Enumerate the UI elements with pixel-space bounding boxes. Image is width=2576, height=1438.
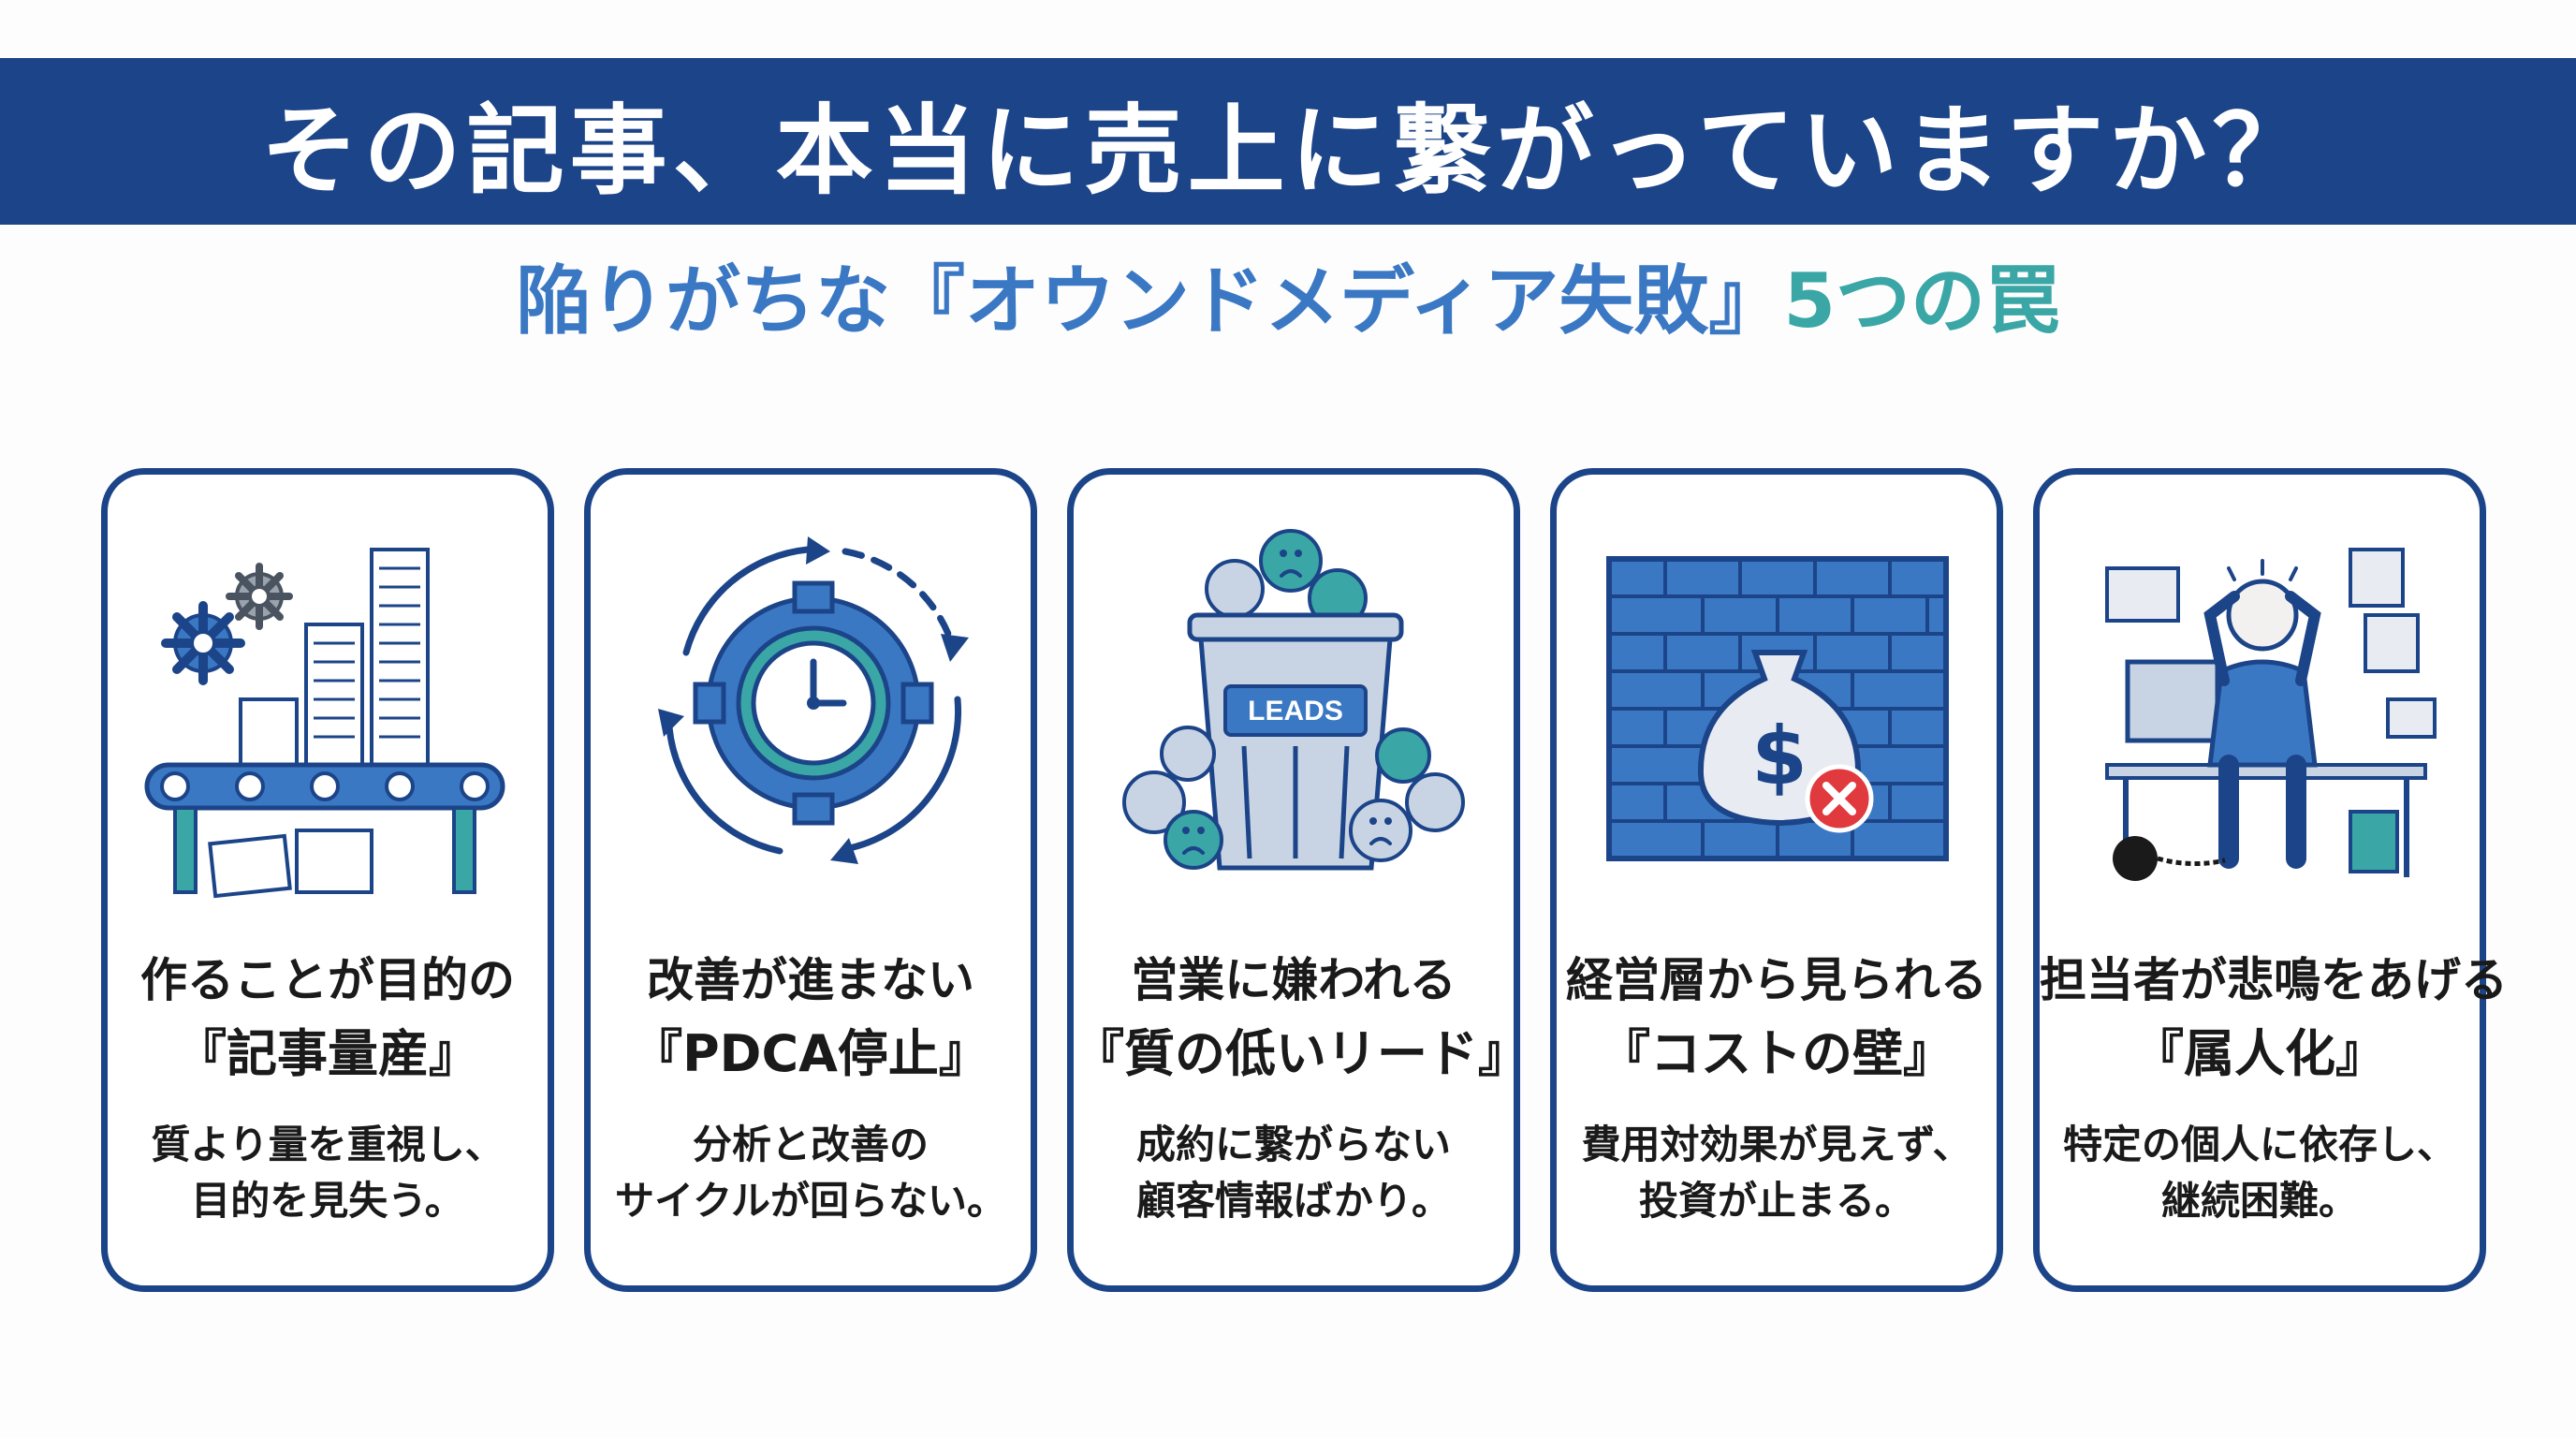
subtitle-main: 陥りがちな『オウンドメディア失敗』 <box>515 257 1784 345</box>
card-desc-line2: 投資が止まる。 <box>1638 1178 1914 1224</box>
page-title: その記事、本当に売上に繋がっていますか？ <box>260 93 2316 208</box>
subtitle-count: 5つの罠 <box>1783 257 2061 345</box>
leads-trash-can-icon: LEADS <box>1104 512 1484 905</box>
card-title-line1: 改善が進まない <box>647 953 974 1007</box>
card-cost-wall: $ 経営層から見られる 『コストの壁』 費用対効果が見えず、 投資が止まる。 <box>1550 468 2003 1292</box>
card-personalization: 担当者が悲鳴をあげる 『属人化』 特定の個人に依存し、 継続困難。 <box>2033 468 2508 1292</box>
card-title-line1: 経営層から見られる <box>1566 953 1987 1007</box>
card-title-line2: 『記事量産』 <box>176 1024 479 1083</box>
card-title-line1: 作ることが目的の <box>140 953 515 1007</box>
card-title-line2: 『質の低いリード』 <box>1074 1024 1529 1083</box>
card-desc-line1: 質より量を重視し、 <box>151 1122 505 1167</box>
card-title-line1: 営業に嫌われる <box>1131 953 1456 1007</box>
svg-text:$: $ <box>1751 710 1808 803</box>
card-desc-line2: 目的を見失う。 <box>191 1178 464 1224</box>
card-desc-line2: 継続困難。 <box>2160 1178 2358 1224</box>
card-desc-line1: 費用対効果が見えず、 <box>1581 1122 1972 1167</box>
card-mass-production: 作ることが目的の 『記事量産』 質より量を重視し、 目的を見失う。 <box>101 468 554 1292</box>
overwhelmed-worker-icon <box>2070 512 2450 905</box>
card-desc-line1: 成約に繋がらない <box>1135 1122 1451 1167</box>
card-desc-line1: 特定の個人に依存し、 <box>2062 1122 2456 1167</box>
card-grid: 作ることが目的の 『記事量産』 質より量を重視し、 目的を見失う。 <box>101 468 2508 1299</box>
subtitle: 陥りがちな『オウンドメディア失敗』5つの罠 <box>0 245 2576 358</box>
card-title-line2: 『PDCA停止』 <box>632 1024 989 1083</box>
card-title-line2: 『属人化』 <box>2133 1024 2386 1083</box>
money-bag-wall-icon: $ <box>1587 512 1967 905</box>
header-banner: その記事、本当に売上に繋がっていますか？ <box>0 58 2576 225</box>
gear-clock-cycle-icon <box>621 512 1001 905</box>
leads-label: LEADS <box>1248 696 1343 726</box>
card-title-line1: 担当者が悲鳴をあげる <box>2040 953 2508 1007</box>
card-desc-line2: サイクルが回らない。 <box>615 1178 1006 1224</box>
card-desc-line2: 顧客情報ばかり。 <box>1135 1178 1451 1224</box>
conveyor-paper-gears-icon <box>138 512 518 905</box>
card-title-line2: 『コストの壁』 <box>1600 1024 1954 1083</box>
card-pdca-stop: 改善が進まない 『PDCA停止』 分析と改善の サイクルが回らない。 <box>584 468 1037 1292</box>
card-low-quality-leads: LEADS <box>1067 468 1529 1292</box>
card-desc-line1: 分析と改善の <box>692 1122 929 1167</box>
